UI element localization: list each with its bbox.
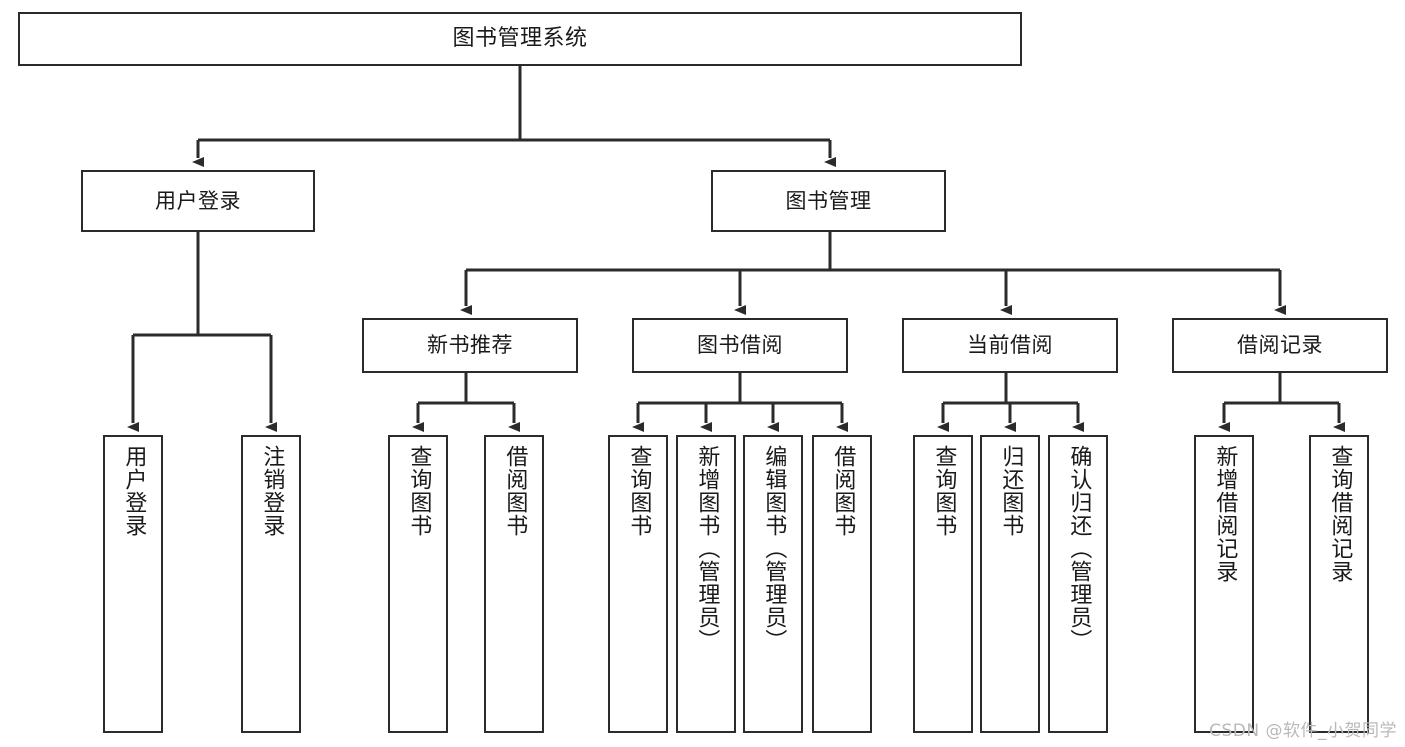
leaf-borrow-record-add-label: 新增借阅记录	[1212, 445, 1238, 583]
node-book-management[interactable]: 图书管理	[711, 170, 946, 232]
leaf-book-borrow-borrow-label: 借阅图书	[830, 445, 856, 537]
leaf-user-login-logout[interactable]: 注销登录	[241, 435, 301, 733]
leaf-current-borrow-query-label: 查询图书	[931, 445, 957, 537]
node-user-login-label: 用户登录	[155, 188, 241, 213]
leaf-book-borrow-add-label: 新增图书（管理员）	[694, 445, 720, 652]
leaf-user-login-login[interactable]: 用户登录	[103, 435, 163, 733]
node-current-borrow-label: 当前借阅	[967, 333, 1053, 358]
leaf-current-borrow-return-label: 归还图书	[998, 445, 1024, 537]
leaf-user-login-login-label: 用户登录	[121, 445, 147, 537]
leaf-borrow-record-query[interactable]: 查询借阅记录	[1309, 435, 1369, 733]
leaf-current-borrow-query[interactable]: 查询图书	[913, 435, 973, 733]
leaf-borrow-record-add[interactable]: 新增借阅记录	[1194, 435, 1254, 733]
node-book-borrow-label: 图书借阅	[697, 333, 783, 358]
node-borrow-record[interactable]: 借阅记录	[1172, 318, 1388, 373]
node-borrow-record-label: 借阅记录	[1237, 333, 1323, 358]
leaf-book-borrow-borrow[interactable]: 借阅图书	[812, 435, 872, 733]
node-book-borrow[interactable]: 图书借阅	[632, 318, 848, 373]
leaf-book-borrow-edit-label: 编辑图书（管理员）	[761, 445, 787, 652]
leaf-new-book-borrow-label: 借阅图书	[502, 445, 528, 537]
leaf-current-borrow-confirm-return-label: 确认归还（管理员）	[1066, 445, 1092, 652]
leaf-book-borrow-query[interactable]: 查询图书	[608, 435, 668, 733]
leaf-new-book-query-label: 查询图书	[406, 445, 432, 537]
leaf-user-login-logout-label: 注销登录	[259, 445, 285, 537]
node-root-label: 图书管理系统	[452, 26, 588, 52]
leaf-book-borrow-query-label: 查询图书	[626, 445, 652, 537]
node-root-book-management-system[interactable]: 图书管理系统	[18, 12, 1022, 66]
node-book-management-label: 图书管理	[785, 188, 872, 213]
leaf-current-borrow-confirm-return[interactable]: 确认归还（管理员）	[1048, 435, 1108, 733]
node-current-borrow[interactable]: 当前借阅	[902, 318, 1118, 373]
leaf-current-borrow-return[interactable]: 归还图书	[980, 435, 1040, 733]
leaf-book-borrow-edit[interactable]: 编辑图书（管理员）	[743, 435, 803, 733]
leaf-new-book-query[interactable]: 查询图书	[388, 435, 448, 733]
node-new-book-recommend[interactable]: 新书推荐	[362, 318, 578, 373]
leaf-borrow-record-query-label: 查询借阅记录	[1327, 445, 1353, 583]
node-user-login[interactable]: 用户登录	[81, 170, 315, 232]
node-new-book-recommend-label: 新书推荐	[427, 333, 513, 358]
leaf-new-book-borrow[interactable]: 借阅图书	[484, 435, 544, 733]
leaf-book-borrow-add[interactable]: 新增图书（管理员）	[676, 435, 736, 733]
